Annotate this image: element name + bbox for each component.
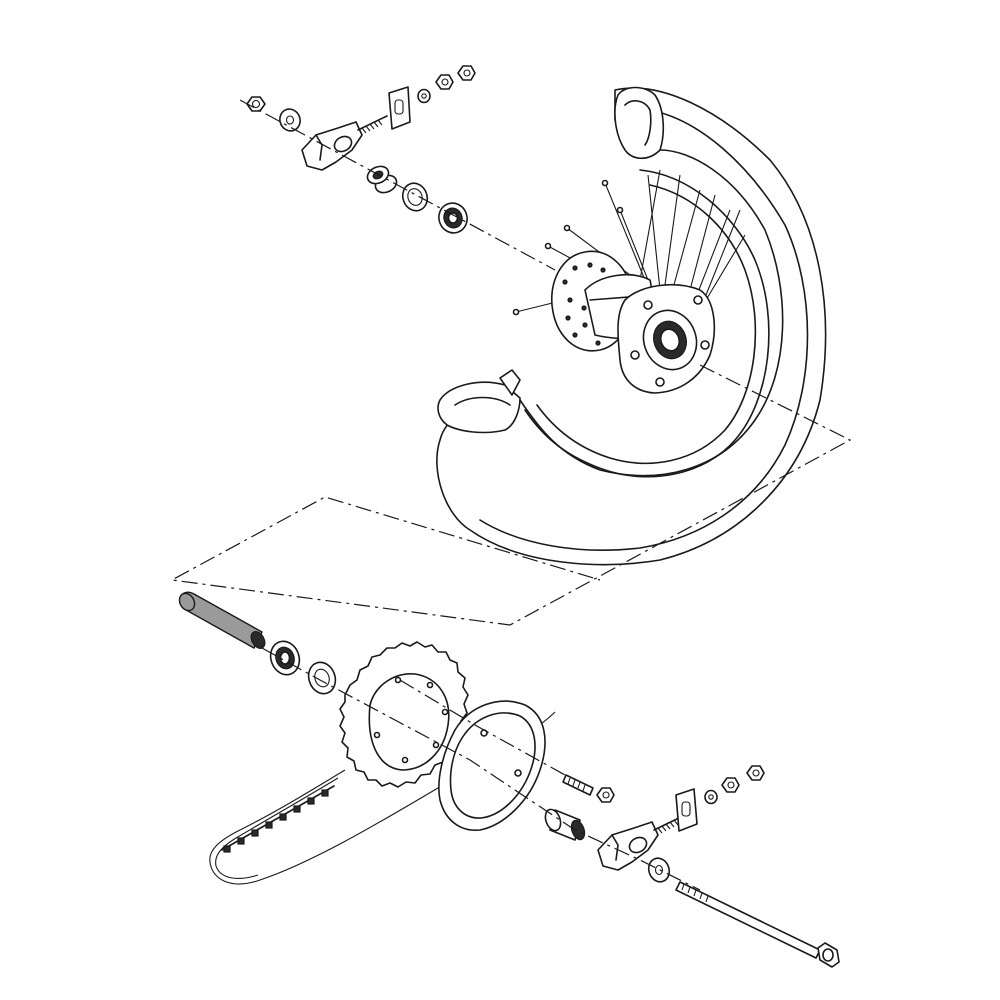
upper-chain-adjuster xyxy=(301,121,363,171)
lower-nut xyxy=(746,765,765,781)
rim xyxy=(524,169,770,478)
lower-lock-nut xyxy=(721,777,740,793)
upper-small-washer xyxy=(417,88,431,104)
upper-oil-seal xyxy=(401,182,429,212)
sprocket-axis-line xyxy=(399,679,566,776)
upper-collar xyxy=(366,165,398,194)
lower-wheel-bearing xyxy=(269,640,301,676)
lower-washer xyxy=(647,857,671,883)
sprocket-nut xyxy=(596,787,615,803)
upper-adjuster-bolt xyxy=(357,115,388,134)
upper-washer xyxy=(279,108,301,132)
rear-axle xyxy=(675,881,840,968)
upper-nut xyxy=(457,65,476,81)
lower-axis-line xyxy=(261,647,701,891)
lower-collar xyxy=(544,808,586,841)
sprocket-stud xyxy=(562,774,594,796)
hub-spacer-tube xyxy=(178,591,266,649)
rear-tire xyxy=(436,86,827,566)
lower-adjuster-plate xyxy=(675,788,698,832)
upper-adjuster-plate xyxy=(388,86,411,130)
lower-oil-seal xyxy=(307,661,337,695)
upper-axle-nut xyxy=(246,96,266,112)
sprocket-guard xyxy=(438,700,546,831)
lower-chain-adjuster xyxy=(597,821,659,871)
upper-axis-line xyxy=(239,99,556,271)
hub-carrier xyxy=(617,284,716,394)
wheel-axis-line xyxy=(170,364,852,626)
lower-small-washer xyxy=(704,789,718,805)
upper-wheel-bearing xyxy=(438,202,468,234)
upper-lock-nut xyxy=(435,74,454,90)
